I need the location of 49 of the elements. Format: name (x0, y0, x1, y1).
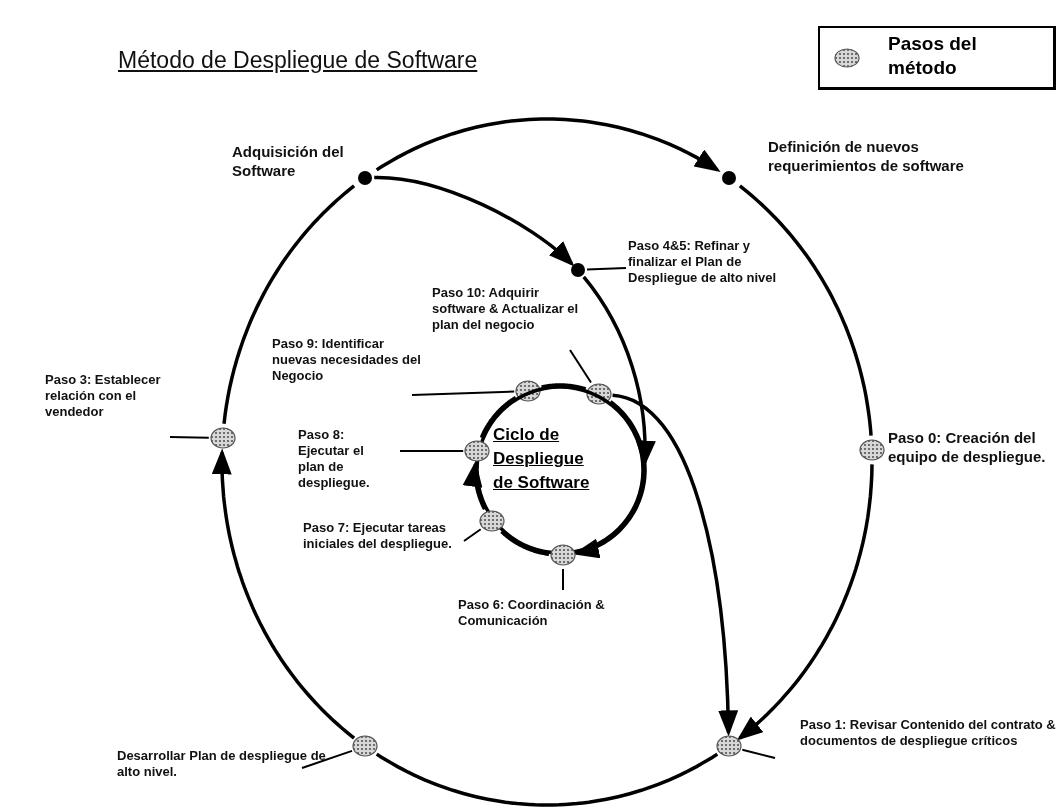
flow-line (540, 383, 587, 391)
flow-arrow (211, 448, 356, 740)
milestone-dot (357, 169, 374, 186)
step-label: Paso 10: Adquirir software & Actualizar el plan del negocio (432, 285, 582, 333)
leader-line (463, 528, 482, 542)
flow-arrow (612, 393, 738, 737)
leader-line (586, 267, 627, 271)
step-marker (479, 510, 506, 533)
milestone-label: Adquisición del Software (232, 142, 345, 180)
flow-arrow (736, 464, 874, 741)
step-label: Paso 9: Identificar nuevas necesidades del Negocio (272, 336, 422, 384)
step-label: Paso 4&5: Refinar y finalizar el Plan de Despliegue de alto nivel (628, 238, 800, 286)
step-marker (549, 543, 576, 566)
step-marker (352, 735, 379, 758)
leader-line (411, 390, 516, 396)
leader-line (169, 436, 210, 439)
step-marker (585, 383, 612, 406)
step-marker (464, 439, 491, 462)
step-marker (209, 427, 236, 450)
flow-arrow (374, 175, 575, 267)
flow-line (479, 396, 517, 439)
flow-arrow (462, 460, 487, 511)
flow-arrow (375, 117, 721, 173)
cycle-title: Ciclo de Despliegue de Software (493, 424, 591, 494)
step-label: Paso 8: Ejecutar el plan de despliegue. (298, 427, 393, 491)
flow-line (222, 184, 356, 425)
legend-label: Pasos del método (888, 32, 978, 80)
diagram-title: Método de Despliegue de Software (118, 47, 478, 74)
step-marker (515, 380, 542, 403)
leader-line (562, 567, 564, 591)
leader-line (301, 749, 353, 769)
step-label: Paso 1: Revisar Contenido del contrato & documentos de despliegue críticos (800, 717, 1058, 749)
flow-line (738, 184, 873, 436)
step-label: Desarrollar Plan de despliegue de alto nivel. (117, 748, 347, 780)
flow-line (375, 752, 719, 807)
cycle-circle (475, 385, 645, 555)
step-label: Paso 6: Coordinación & Comunicación (458, 597, 643, 629)
milestone-label: Paso 0: Creación del equipo de despliegue. (888, 428, 1047, 466)
step-label: Paso 7: Ejecutar tareas iniciales del despliegue. (303, 520, 463, 552)
milestone-label: Definición de nuevos requerimientos de software (768, 137, 965, 175)
step-label: Paso 3: Establecer relación con el vendedor (45, 372, 170, 420)
leader-line (399, 449, 465, 452)
leader-line (741, 748, 776, 759)
flow-line (500, 530, 550, 557)
step-marker (715, 735, 742, 758)
milestone-dot (570, 262, 586, 278)
leader-line (569, 349, 592, 384)
step-marker (858, 439, 885, 461)
milestone-dot (720, 169, 737, 186)
